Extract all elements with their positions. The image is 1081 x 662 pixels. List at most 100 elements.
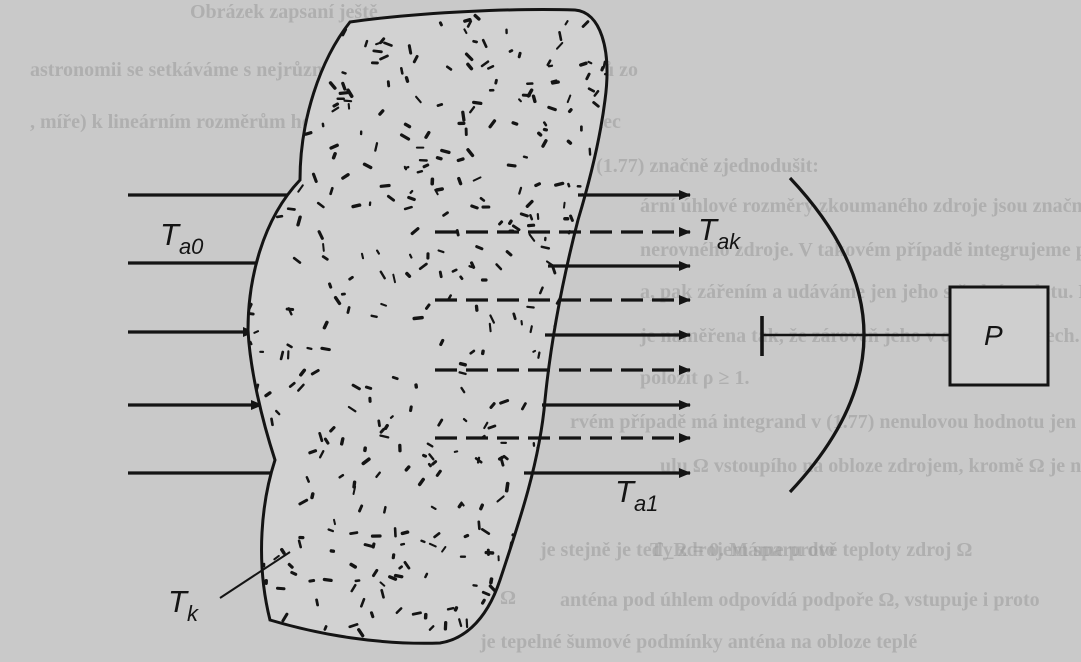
cloud-particle (353, 205, 360, 207)
cloud-particle (381, 429, 384, 432)
cloud-particle (491, 579, 492, 583)
cloud-particle (324, 580, 331, 581)
cloud-particle (437, 189, 442, 190)
cloud-particle (365, 545, 371, 547)
background-text-line: Obrázek zapsaní ještě (190, 1, 378, 23)
cloud-particle (276, 97, 280, 102)
cloud-particle (366, 387, 370, 388)
cloud-particle (407, 274, 410, 277)
cloud-particle (360, 506, 362, 511)
cloud-particle (282, 187, 288, 192)
cloud-particle (411, 191, 413, 193)
cloud-particle (531, 326, 532, 332)
cloud-particle (483, 600, 485, 603)
cloud-particle (334, 104, 338, 106)
cloud-particle (556, 183, 563, 185)
cloud-particle (592, 226, 594, 227)
cloud-particle (248, 313, 253, 314)
cloud-particle (317, 600, 318, 605)
cloud-particle (438, 158, 442, 159)
label-t-a1: Ta1 (615, 474, 658, 516)
cloud-particle (519, 53, 520, 57)
cloud-particle (479, 522, 480, 529)
cloud-particle (401, 544, 404, 545)
cloud-particle (605, 372, 612, 373)
cloud-particle (379, 421, 380, 426)
cloud-particle (585, 352, 590, 354)
cloud-particle (554, 450, 556, 452)
cloud-particle (589, 62, 592, 63)
cloud-particle (586, 355, 590, 356)
cloud-particle (274, 83, 277, 88)
cloud-particle (312, 29, 313, 31)
cloud-particle (306, 133, 311, 135)
cloud-particle (544, 123, 546, 126)
cloud-particle (254, 529, 256, 537)
cloud-particle (278, 588, 285, 589)
cloud-particle (547, 562, 548, 565)
cloud-particle (481, 505, 483, 509)
cloud-particle (582, 212, 584, 213)
cloud-particle (567, 426, 570, 429)
background-text-line: anténa pod úhlem odpovídá podpoře Ω, vst… (560, 589, 1040, 611)
cloud-particle (268, 36, 274, 39)
cloud-particle (406, 467, 409, 470)
cloud-particle (401, 68, 402, 73)
cloud-particle (425, 574, 427, 577)
cloud-particle (334, 154, 336, 158)
cloud-particle (587, 74, 589, 79)
cloud-particle (524, 157, 527, 158)
cloud-particle (386, 426, 388, 429)
cloud-particle (508, 165, 515, 166)
cloud-particle (505, 613, 511, 615)
cloud-particle (502, 460, 503, 465)
cloud-particle (597, 619, 602, 621)
cloud-particle (599, 482, 602, 487)
cloud-particle (554, 455, 555, 458)
cloud-particle (418, 171, 422, 172)
cloud-particle (501, 614, 503, 620)
cloud-particle (547, 619, 549, 620)
cloud-particle (459, 504, 461, 507)
cloud-particle (564, 203, 565, 208)
cloud-particle (250, 409, 255, 415)
cloud-particle (325, 627, 326, 630)
cloud-particle (568, 141, 570, 143)
cloud-particle (603, 16, 606, 22)
cloud-particle (519, 188, 521, 194)
cloud-particle (585, 509, 589, 516)
cloud-particle (384, 507, 385, 512)
cloud-particle (544, 590, 548, 592)
cloud-particle (293, 168, 296, 169)
cloud-particle (382, 590, 384, 597)
cloud-particle (351, 565, 355, 567)
cloud-particle (281, 352, 283, 359)
cloud-particle (571, 216, 573, 220)
cloud-particle (453, 270, 456, 272)
cloud-particle (411, 407, 412, 411)
cloud-particle (562, 425, 564, 427)
cloud-particle (427, 305, 430, 308)
cloud-particle (310, 451, 316, 453)
cloud-particle (595, 610, 596, 616)
cloud-particle (251, 342, 252, 344)
cloud-particle (500, 222, 502, 224)
cloud-particle (340, 93, 347, 94)
cloud-particle (606, 478, 610, 483)
cloud-particle (602, 68, 603, 70)
cloud-particle (272, 419, 273, 425)
cloud-particle (439, 251, 444, 253)
cloud-particle (331, 188, 333, 194)
cloud-particle (530, 215, 531, 219)
cloud-particle (402, 532, 407, 533)
cloud-particle (458, 159, 463, 160)
cloud-particle (496, 80, 497, 83)
cloud-particle (314, 34, 321, 37)
cloud-particle (470, 266, 472, 267)
cloud-particle (533, 351, 535, 352)
cloud-particle (251, 25, 253, 27)
cloud-particle (455, 451, 457, 452)
cloud-particle (598, 505, 604, 508)
background-text-line: je tepelné šumové podmínky anténa na obl… (479, 631, 917, 653)
cloud-particle (266, 393, 270, 396)
